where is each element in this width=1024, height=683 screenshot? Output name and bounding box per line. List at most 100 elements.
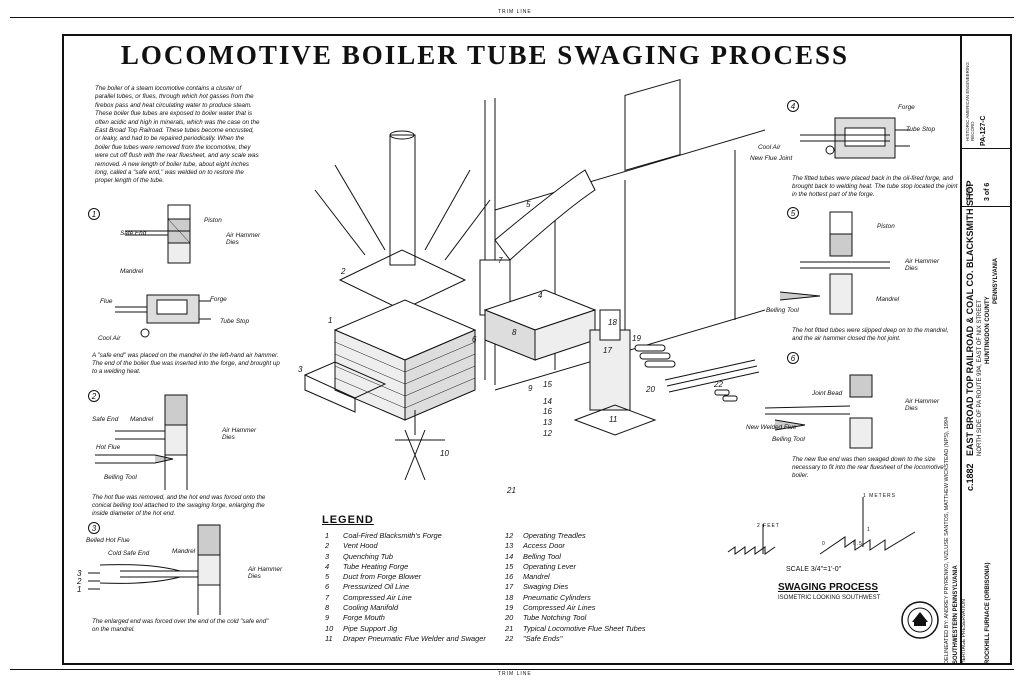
title-block-project: EAST BROAD TOP RAILROAD & COAL CO. BLACK… <box>965 180 975 456</box>
title-block: DELINEATED BY: ANDREY PRYRENKO, VIZLUSE … <box>944 34 1012 665</box>
step-5-piston-label: Piston <box>877 223 895 230</box>
callout-6: 6 <box>472 335 477 344</box>
trim-label-bottom: TRIM LINE <box>498 671 532 677</box>
step-5-caption: The hot fitted tubes were slipped deep o… <box>792 327 949 343</box>
callout-10: 10 <box>440 449 449 458</box>
title-block-divider <box>962 148 1010 149</box>
step-2-caption: The hot flue was removed, and the hot en… <box>92 494 266 518</box>
step-3-air-hammer-dies-label: Air Hammer Dies <box>248 566 283 580</box>
step-5-diagram <box>779 211 890 315</box>
step-4-number: 4 <box>787 100 799 112</box>
title-block-delineated: DELINEATED BY: ANDREY PRYRENKO, VIZLUSE … <box>944 416 950 664</box>
title-block-sheet-label: SHEET <box>966 184 972 201</box>
step-1-caption: A "safe end" was placed on the mandrel i… <box>92 352 280 376</box>
step-1-diagram <box>115 204 211 338</box>
step-4-caption: The fitted tubes were placed back in the… <box>792 175 958 199</box>
step-3-belled-hot-flue-label: Belled Hot Flue <box>86 537 130 544</box>
step-3-marker-1: 1 <box>77 585 82 594</box>
step-1-safe-end-label: Safe End <box>120 230 147 237</box>
callout-1: 1 <box>328 316 333 325</box>
trim-label-top: TRIM LINE <box>498 9 532 15</box>
callout-22: 22 <box>714 380 723 389</box>
isometric-drawing <box>303 78 766 481</box>
view-title: SWAGING PROCESS <box>778 582 879 593</box>
drawing-frame <box>62 34 962 665</box>
callout-19: 19 <box>632 334 641 343</box>
step-3-caption: The enlarged end was forced over the end… <box>92 618 269 634</box>
callout-7: 7 <box>498 256 503 265</box>
callout-11: 11 <box>609 415 618 424</box>
scale-meters-label: 1 METERS <box>863 493 897 499</box>
callout-2: 2 <box>341 267 346 276</box>
scale-text: SCALE 3/4"=1'-0" <box>786 566 842 573</box>
callout-14: 14 <box>543 397 552 406</box>
callout-21: 21 <box>507 486 516 495</box>
step-3-marker-2: 2 <box>77 577 82 586</box>
step-4-diagram <box>800 117 910 159</box>
step-6-belling-tool-label: Belling Tool <box>772 436 805 443</box>
step-4-cool-air-label: Cool Air <box>758 144 781 151</box>
title-block-date: c.1882 <box>965 463 975 491</box>
title-block-sheet: 3 of 6 <box>984 182 991 201</box>
callout-5: 5 <box>526 200 531 209</box>
step-4-new-flue-joint-label: New Flue Joint <box>750 155 793 162</box>
step-2-number: 2 <box>88 390 100 402</box>
title-block-heritage: HERITAGE PRESERVATION <box>961 599 967 664</box>
step-5-belling-tool-label: Belling Tool <box>766 307 799 314</box>
title-block-recorder: HISTORIC AMERICAN ENGINEERING RECORD <box>965 62 975 141</box>
scale-zero-label: 0 <box>822 541 826 547</box>
scale-feet-label: 2 FEET <box>757 523 780 529</box>
view-subtitle: ISOMETRIC LOOKING SOUTHWEST <box>778 595 881 601</box>
step-1-air-hammer-dies-label: Air Hammer Dies <box>226 232 261 246</box>
step-2-mandrel-label: Mandrel <box>130 416 154 423</box>
step-6-caption: The new flue end was then swaged down to… <box>792 456 944 480</box>
scale-bars <box>727 497 916 555</box>
callout-13: 13 <box>543 418 552 427</box>
callout-8: 8 <box>512 328 517 337</box>
callout-16: 16 <box>543 407 552 416</box>
page-title: LOCOMOTIVE BOILER TUBE SWAGING PROCESS <box>120 40 850 70</box>
title-block-county: HUNTINGDON COUNTY <box>985 296 991 364</box>
title-block-town: ROCKHILL FURNACE (ORBISONIA) <box>985 562 991 664</box>
step-5-mandrel-label: Mandrel <box>876 296 900 303</box>
step-2-air-hammer-dies-label: Air Hammer Dies <box>222 427 257 441</box>
callout-20: 20 <box>646 385 655 394</box>
callout-4: 4 <box>538 291 543 300</box>
callout-9: 9 <box>528 384 533 393</box>
callout-18: 18 <box>608 318 617 327</box>
step-4-forge-label: Forge <box>898 104 915 111</box>
title-block-state: PENNSYLVANIA <box>993 257 999 304</box>
title-block-location: NORTH SIDE OF PA ROUTE 994, EAST OF NIX … <box>977 299 983 456</box>
step-1-tube-stop-label: Tube Stop <box>220 318 250 325</box>
callout-12: 12 <box>543 429 552 438</box>
step-3-cold-safe-end-label: Cold Safe End <box>108 550 150 557</box>
title-block-divider <box>962 206 1010 207</box>
trim-line-top <box>10 17 1014 18</box>
step-3-diagram <box>88 524 221 615</box>
step-3-mandrel-label: Mandrel <box>172 548 196 555</box>
legend-title: LEGEND <box>322 514 374 526</box>
step-1-piston-label: Piston <box>204 217 222 224</box>
callout-3: 3 <box>298 365 303 374</box>
step-5-number: 5 <box>787 207 799 219</box>
step-2-diagram <box>95 394 188 490</box>
step-1-cool-air-label: Cool Air <box>98 335 121 342</box>
